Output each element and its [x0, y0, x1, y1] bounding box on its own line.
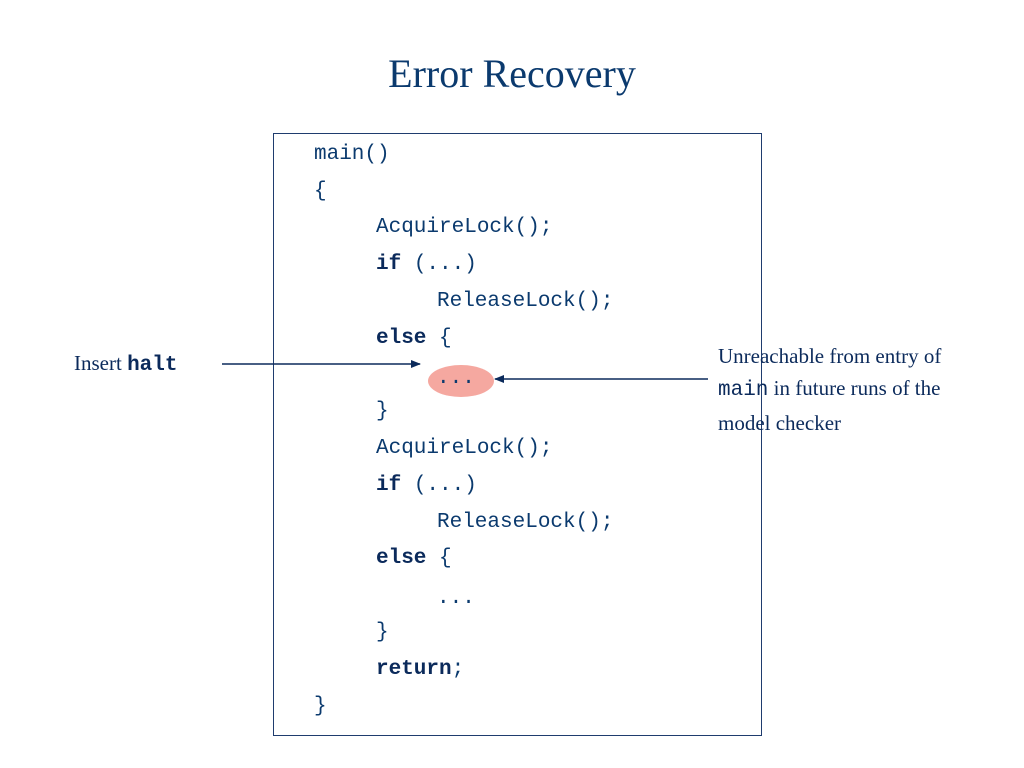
- highlighted-ellipsis: [428, 365, 494, 397]
- code-line-3: AcquireLock();: [376, 216, 553, 239]
- main-code: main: [718, 379, 769, 402]
- code-text: ;: [451, 658, 465, 681]
- code-text: {: [426, 327, 452, 350]
- code-line-9: AcquireLock();: [376, 437, 553, 460]
- code-line-1: main(): [314, 143, 390, 166]
- note-line-3: model checker: [718, 411, 842, 435]
- keyword: if: [376, 474, 402, 497]
- code-line-8: }: [376, 400, 389, 423]
- code-line-5: ReleaseLock();: [437, 290, 614, 313]
- code-text: (...): [401, 474, 477, 497]
- keyword: return: [376, 658, 452, 681]
- note-line-2: main in future runs of the: [718, 372, 1008, 407]
- note-line-1: Unreachable from entry of: [718, 344, 942, 368]
- code-line-2: {: [314, 180, 327, 203]
- code-line-11: ReleaseLock();: [437, 511, 614, 534]
- code-box: [273, 133, 762, 736]
- keyword: else: [376, 547, 427, 570]
- code-line-4: if (...): [376, 250, 477, 280]
- code-line-7: ...: [437, 367, 475, 390]
- code-line-12: else {: [376, 544, 452, 574]
- code-line-10: if (...): [376, 471, 477, 501]
- code-text: {: [426, 547, 452, 570]
- keyword: if: [376, 253, 402, 276]
- insert-halt-label: Insert halt: [74, 349, 178, 377]
- slide-title: Error Recovery: [388, 51, 636, 96]
- note-text: in future runs of the: [768, 376, 941, 400]
- annotation-text: Insert: [74, 351, 128, 375]
- unreachable-note: Unreachable from entry of main in future…: [718, 340, 1008, 439]
- code-line-6: else {: [376, 324, 452, 354]
- code-line-16: }: [314, 695, 327, 718]
- code-line-15: return;: [376, 655, 464, 685]
- halt-code: halt: [127, 354, 178, 377]
- code-line-14: }: [376, 621, 389, 644]
- code-line-13: ...: [437, 587, 475, 610]
- keyword: else: [376, 327, 427, 350]
- code-text: (...): [401, 253, 477, 276]
